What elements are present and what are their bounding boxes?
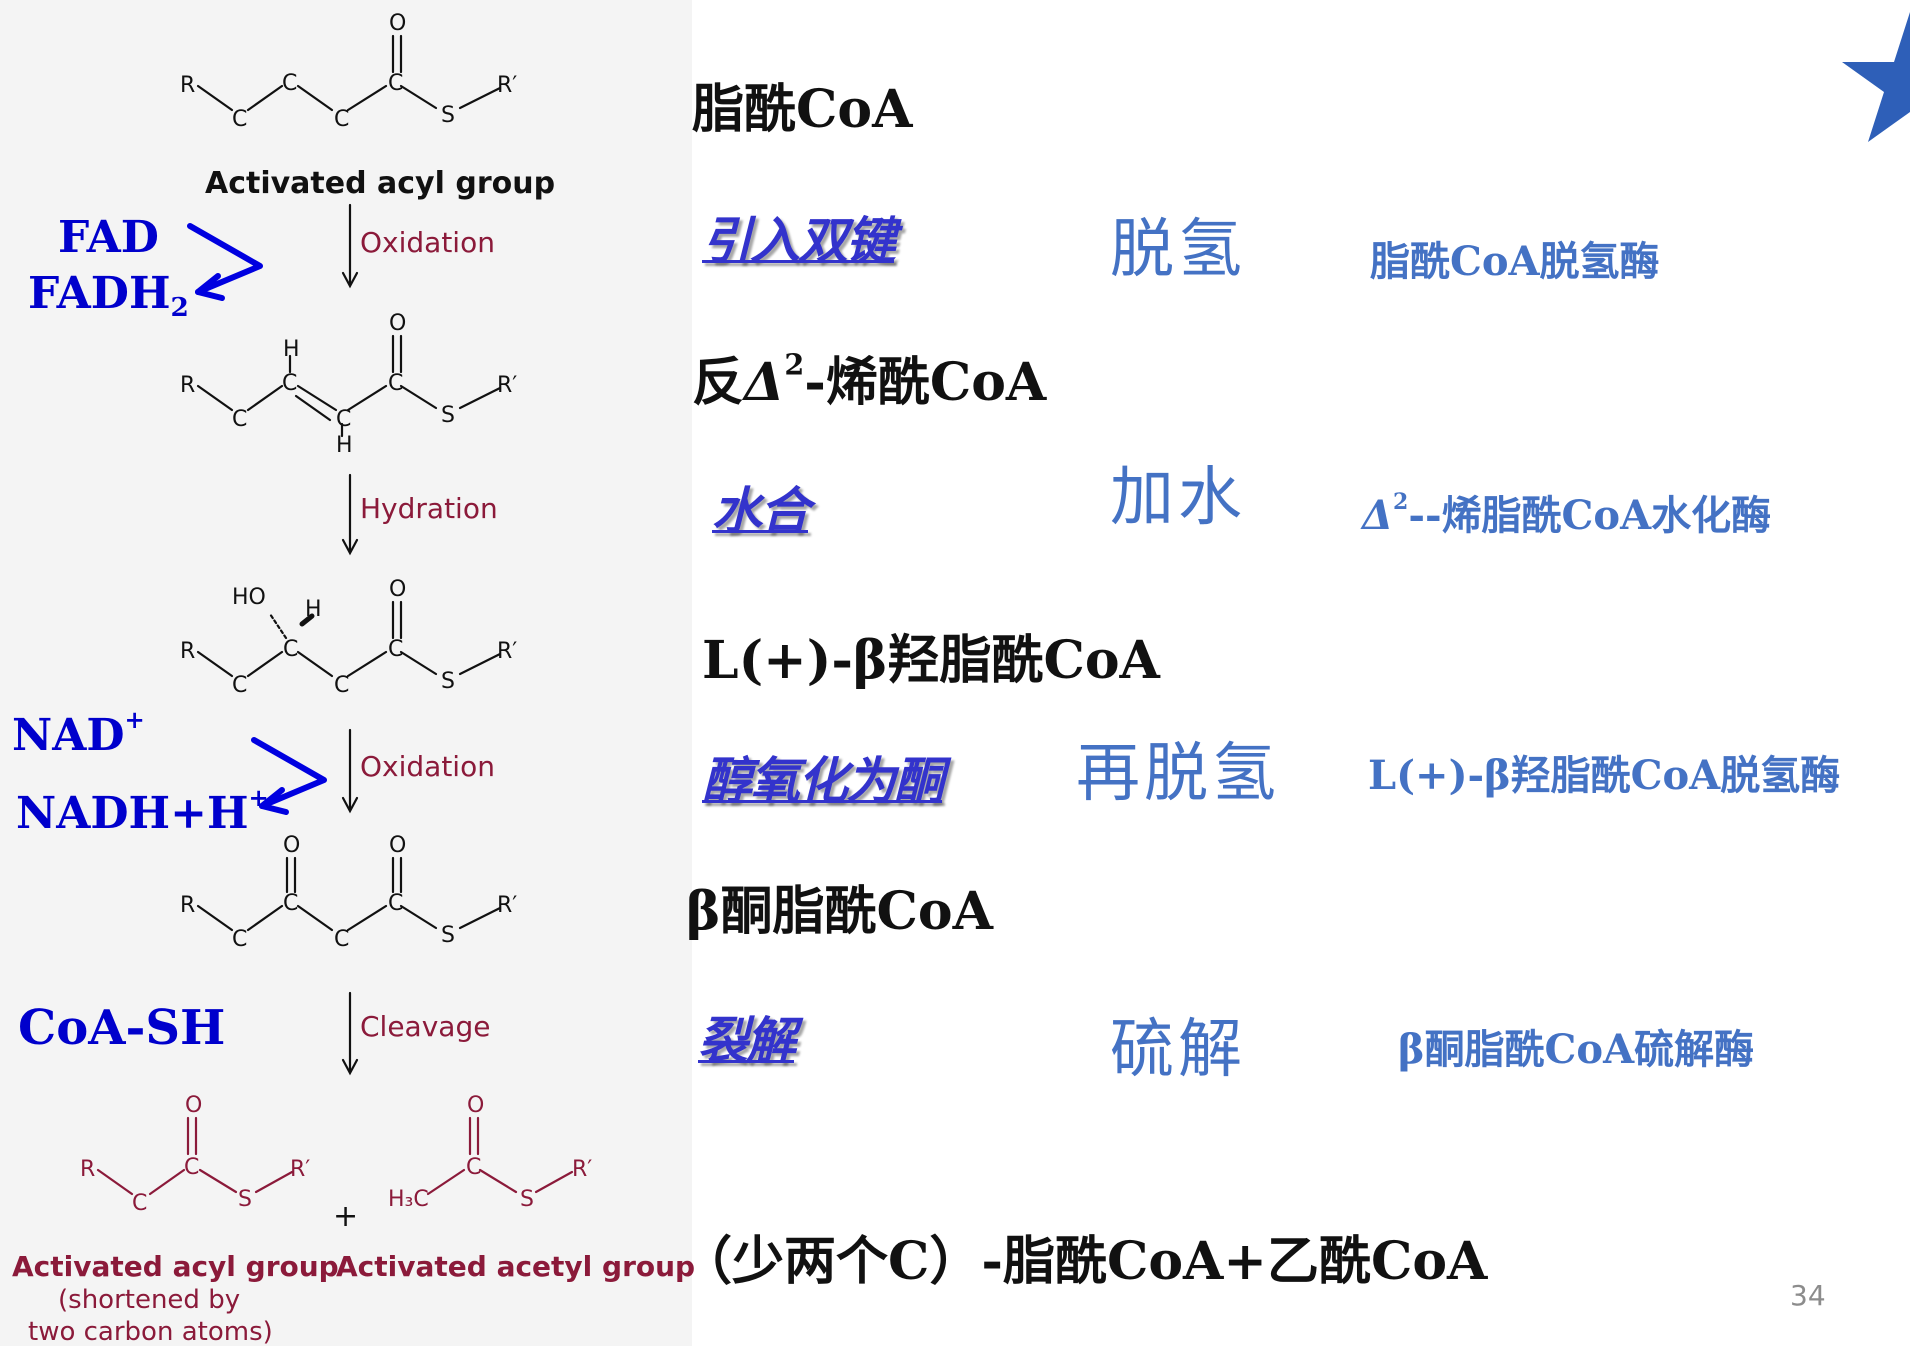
- product-shortened-acyl-acetyl-coa: （少两个C）-脂酰CoA+乙酰CoA: [680, 1231, 1488, 1292]
- atom-label: C: [388, 891, 403, 916]
- atom-label: H₃C: [388, 1187, 429, 1212]
- step-introduce-double-bond: 引入双键: [702, 212, 896, 270]
- atom-label: H: [283, 337, 300, 362]
- nad-redox-arrowhead: [259, 787, 289, 815]
- step-label-oxidation-2: Oxidation: [360, 750, 495, 783]
- atom-label: O: [467, 1093, 484, 1118]
- step-label-hydration: Hydration: [360, 492, 498, 525]
- step-hydration: 水合: [712, 482, 810, 540]
- atom-label: R′: [497, 893, 517, 918]
- atom-label: R: [180, 73, 195, 98]
- reaction-dehydrogenation: 脱氢: [1110, 213, 1246, 287]
- product-hydroxyacyl-coa: L(+)-β羟脂酰CoA: [702, 630, 1160, 691]
- reaction-re-dehydrogenation: 再脱氢: [1076, 737, 1280, 811]
- atom-label: H: [336, 433, 353, 458]
- reaction-arrows: [341, 203, 359, 1076]
- atom-label: C: [388, 637, 403, 662]
- step-cleavage: 裂解: [698, 1012, 796, 1070]
- cofactor-fadh2: FADH2: [28, 268, 189, 323]
- enzyme-enoyl-coa-hydratase: Δ2--烯脂酰CoA水化酶: [1362, 489, 1772, 539]
- atom-label: R′: [497, 373, 517, 398]
- reaction-add-water: 加水: [1110, 461, 1246, 535]
- fad-redox-arrow: [187, 223, 263, 295]
- step-alcohol-to-ketone: 醇氧化为酮: [702, 752, 944, 810]
- atom-label: O: [389, 577, 406, 602]
- cofactor-fad: FAD: [58, 212, 159, 263]
- cofactor-nadh: NADH+H+: [16, 783, 269, 839]
- atom-label: R: [180, 893, 195, 918]
- atom-label: C: [336, 407, 351, 432]
- atom-label: C: [283, 637, 298, 662]
- product-trans-enoyl-coa: 反Δ2-烯酰CoA: [692, 347, 1047, 413]
- atom-label: R: [180, 639, 195, 664]
- atom-label: R′: [497, 73, 517, 98]
- enzyme-hydroxyacyl-coa-dehydrogenase: L(+)-β羟脂酰CoA脱氢酶: [1368, 752, 1841, 799]
- nad-redox-arrow: [251, 737, 327, 809]
- atom-label: S: [238, 1187, 252, 1212]
- atom-label: S: [441, 103, 455, 128]
- atom-label: C: [388, 371, 403, 396]
- structure-ketoacyl: [196, 856, 502, 932]
- product-ketoacyl-coa: β酮脂酰CoA: [686, 881, 993, 942]
- structure-enoyl: [196, 334, 502, 438]
- caption-activated-acyl: Activated acyl group: [205, 166, 555, 201]
- caption-product-acetyl: Activated acetyl group: [336, 1250, 695, 1283]
- caption-product-note: two carbon atoms): [28, 1317, 273, 1346]
- atom-label: C: [132, 1191, 147, 1216]
- plus-sign: +: [333, 1199, 358, 1234]
- cofactor-nad: NAD+: [12, 705, 145, 761]
- fad-redox-arrowhead: [195, 273, 225, 301]
- atom-label: C: [282, 71, 297, 96]
- atom-label: O: [389, 833, 406, 858]
- atom-label: C: [283, 891, 298, 916]
- atom-label: C: [334, 927, 349, 952]
- atom-label: HO: [232, 585, 266, 610]
- atom-label: C: [232, 927, 247, 952]
- atom-label: H: [305, 597, 322, 622]
- atom-label: C: [232, 407, 247, 432]
- star-icon: [1842, 12, 1910, 142]
- atom-label: O: [185, 1093, 202, 1118]
- enzyme-acyl-coa-dehydrogenase: 脂酰CoA脱氢酶: [1370, 238, 1660, 285]
- caption-product-note: (shortened by: [58, 1285, 240, 1315]
- atom-label: R: [180, 373, 195, 398]
- atom-label: O: [389, 11, 406, 36]
- atom-label: C: [388, 71, 403, 96]
- atom-label: S: [441, 669, 455, 694]
- reaction-thiolysis: 硫解: [1110, 1013, 1246, 1087]
- atom-label: R′: [497, 639, 517, 664]
- atom-label: S: [441, 403, 455, 428]
- step-label-oxidation: Oxidation: [360, 226, 495, 259]
- atom-label: R′: [290, 1157, 310, 1182]
- atom-label: C: [334, 107, 349, 132]
- atom-label: C: [232, 673, 247, 698]
- atom-label: C: [232, 107, 247, 132]
- atom-label: C: [282, 371, 297, 396]
- structure-hydroxyacyl: [196, 600, 502, 678]
- atom-label: O: [283, 833, 300, 858]
- atom-label: R′: [572, 1157, 592, 1182]
- atom-label: C: [334, 673, 349, 698]
- structure-acyl-start: [196, 34, 502, 112]
- atom-label: C: [184, 1155, 199, 1180]
- reaction-scheme-panel: [0, 0, 692, 1346]
- cofactor-coash: CoA-SH: [18, 1000, 226, 1056]
- atom-label: S: [441, 923, 455, 948]
- enzyme-ketoacyl-coa-thiolase: β酮脂酰CoA硫解酶: [1398, 1026, 1755, 1073]
- slide-number: 34: [1790, 1279, 1826, 1312]
- structure-products: [96, 1116, 574, 1196]
- atom-label: R: [80, 1157, 95, 1182]
- atom-label: C: [466, 1155, 481, 1180]
- atom-label: S: [520, 1187, 534, 1212]
- step-label-cleavage: Cleavage: [360, 1010, 490, 1043]
- product-acyl-coa: 脂酰CoA: [692, 79, 913, 140]
- caption-product-acyl: Activated acyl group: [12, 1250, 339, 1283]
- atom-label: O: [389, 311, 406, 336]
